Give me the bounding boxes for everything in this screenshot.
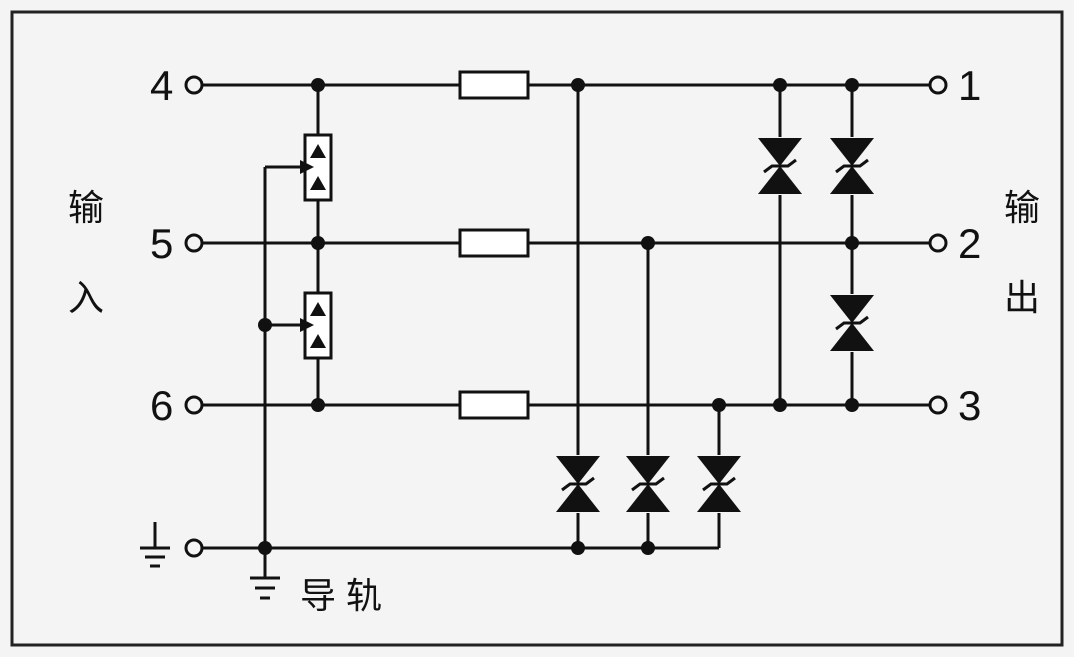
terminal-ground (184, 538, 204, 558)
input-label-char1: 输 (68, 188, 104, 229)
terminal-label-6: 6 (150, 382, 173, 429)
terminal-3 (928, 395, 948, 415)
terminal-label-3: 3 (958, 382, 981, 429)
terminal-label-4: 4 (150, 62, 173, 109)
terminal-5 (184, 233, 204, 253)
tvs-diode-icon (829, 137, 875, 195)
input-label-char2: 入 (68, 278, 104, 319)
terminal-label-1: 1 (958, 62, 981, 109)
resistor-icon (458, 228, 530, 258)
junction-dots (258, 78, 859, 555)
diagram-border (10, 10, 1064, 647)
tvs-diode-icon (696, 455, 742, 513)
output-label-char1: 输 (1004, 188, 1040, 229)
terminal-1 (928, 75, 948, 95)
output-label-char2: 出 (1004, 278, 1040, 319)
terminal-label-2: 2 (958, 220, 981, 267)
terminal-label-5: 5 (150, 220, 173, 267)
tvs-diode-icon (625, 455, 671, 513)
resistor-icon (458, 390, 530, 420)
terminal-2 (928, 233, 948, 253)
tvs-diode-icon (555, 455, 601, 513)
resistor-icon (458, 70, 530, 100)
tvs-diode-icon (829, 294, 875, 352)
terminal-6 (184, 395, 204, 415)
rail-label: 导轨 (300, 576, 392, 617)
ground-icon (140, 522, 170, 568)
tvs-diode-icon (757, 137, 803, 195)
rail-ground-icon (250, 548, 280, 600)
terminal-4 (184, 75, 204, 95)
